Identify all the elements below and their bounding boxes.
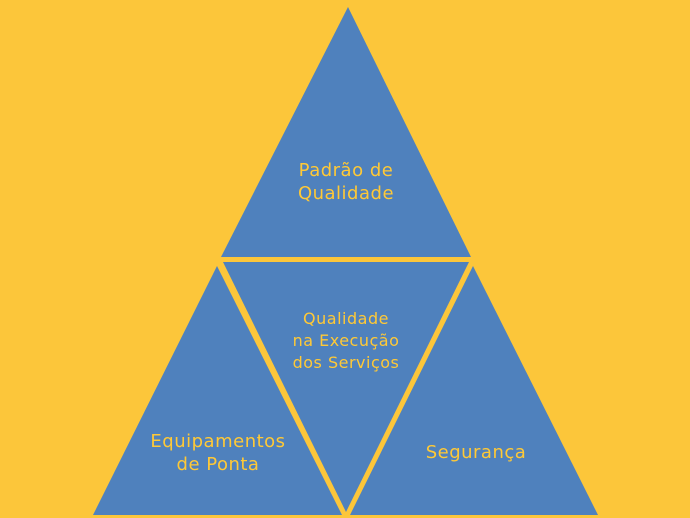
- triangle-right: [350, 266, 598, 515]
- label-line: Qualidade: [297, 183, 395, 204]
- label-line: dos Serviços: [292, 353, 400, 372]
- triangle-left: [93, 266, 342, 515]
- triangle-top: [221, 7, 471, 257]
- label-line: de Ponta: [176, 454, 260, 475]
- label-line: na Execução: [292, 331, 400, 350]
- label-line: Equipamentos: [150, 431, 286, 452]
- triangle-center: [223, 262, 469, 512]
- label-line: Segurança: [425, 442, 527, 463]
- label-line: Qualidade: [303, 309, 389, 328]
- label-right: Segurança: [376, 441, 576, 464]
- label-line: Padrão de: [298, 160, 394, 181]
- label-center: Qualidade na Execução dos Serviços: [246, 308, 446, 374]
- label-left: Equipamentos de Ponta: [118, 430, 318, 476]
- label-top: Padrão de Qualidade: [246, 159, 446, 205]
